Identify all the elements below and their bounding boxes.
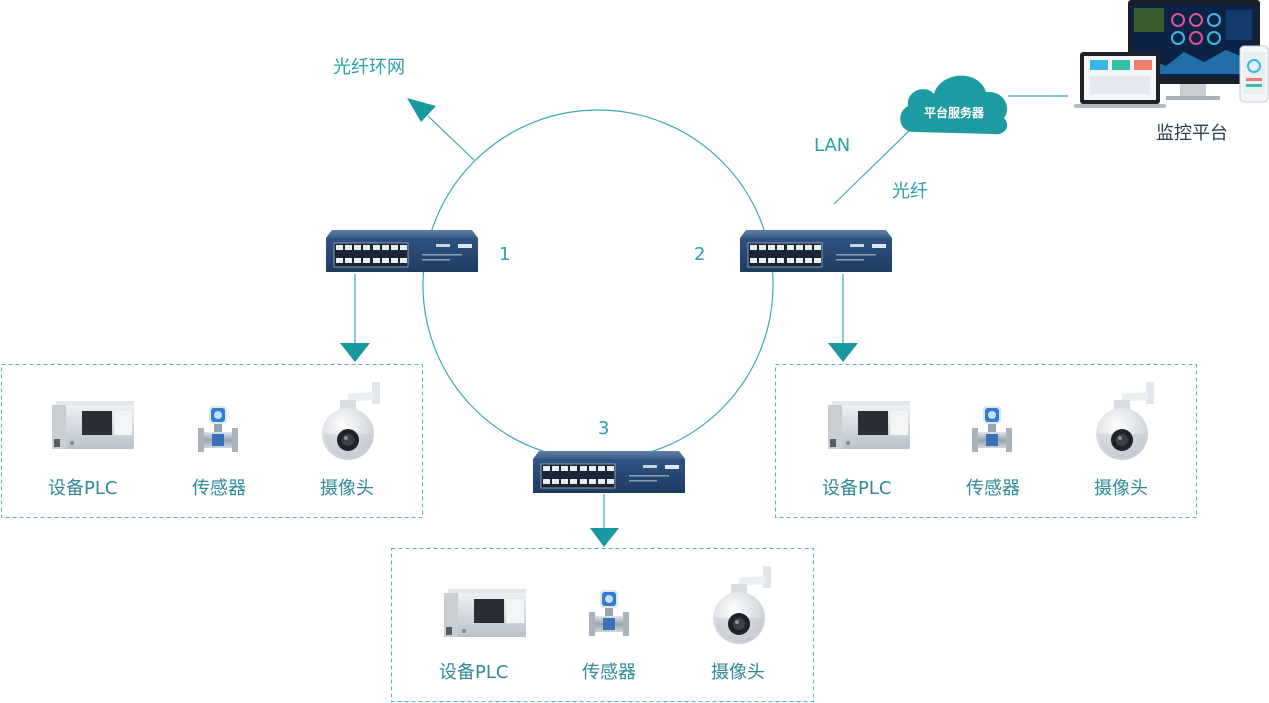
switch-3-number: 3 (598, 418, 609, 439)
flowmeter-icon (589, 590, 629, 636)
device-label: 传感器 (582, 662, 636, 683)
dome-camera-icon (713, 566, 771, 644)
device-group-1 (1, 364, 423, 518)
switch-3-icon (533, 451, 685, 493)
device-label: 设备PLC (439, 662, 508, 683)
switch-2-icon (740, 230, 892, 272)
device-label: 设备PLC (822, 478, 891, 499)
switch-2-number: 2 (694, 244, 705, 265)
plc-icon (828, 401, 910, 449)
lan-label: LAN (814, 135, 850, 156)
lan-line (833, 127, 913, 205)
monitor-platform-icon (1074, 0, 1269, 108)
switch-3-drop-arrow (590, 528, 619, 547)
cloud-icon (900, 75, 1008, 135)
ring-arrow-line (427, 115, 475, 161)
dome-camera-icon (1096, 382, 1154, 460)
ring-label: 光纤环网 (333, 57, 405, 78)
plc-icon (444, 589, 526, 637)
fiber-label: 光纤 (892, 181, 928, 202)
flowmeter-icon (972, 406, 1012, 452)
platform-label: 监控平台 (1156, 123, 1228, 144)
dome-camera-icon (322, 382, 380, 460)
cloud-label: 平台服务器 (924, 105, 985, 120)
device-label: 摄像头 (320, 478, 374, 499)
device-label: 设备PLC (48, 478, 117, 499)
fiber-ring (422, 109, 774, 461)
plc-icon (52, 401, 134, 449)
device-label: 摄像头 (711, 662, 765, 683)
device-group-2 (775, 364, 1197, 518)
switch-1-drop-arrow (340, 343, 370, 362)
switch-2-drop-arrow (828, 343, 858, 362)
switch-1-icon (326, 230, 478, 272)
switch-1-number: 1 (499, 244, 510, 265)
device-label: 传感器 (192, 478, 246, 499)
device-group-3 (391, 548, 814, 702)
flowmeter-icon (198, 406, 238, 452)
device-label: 传感器 (966, 478, 1020, 499)
device-label: 摄像头 (1094, 478, 1148, 499)
ring-arrow-head (407, 98, 436, 122)
